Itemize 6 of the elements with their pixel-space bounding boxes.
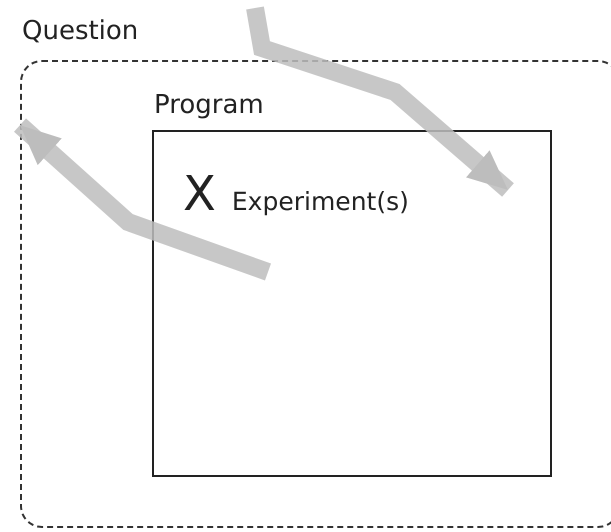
arrow <box>246 6 514 197</box>
variable-letter: X <box>183 170 216 218</box>
arrow <box>14 118 272 280</box>
experiment-label: Experiment(s) <box>232 189 409 218</box>
container-heading: Question <box>22 18 138 44</box>
container-heading: Program <box>154 92 264 118</box>
